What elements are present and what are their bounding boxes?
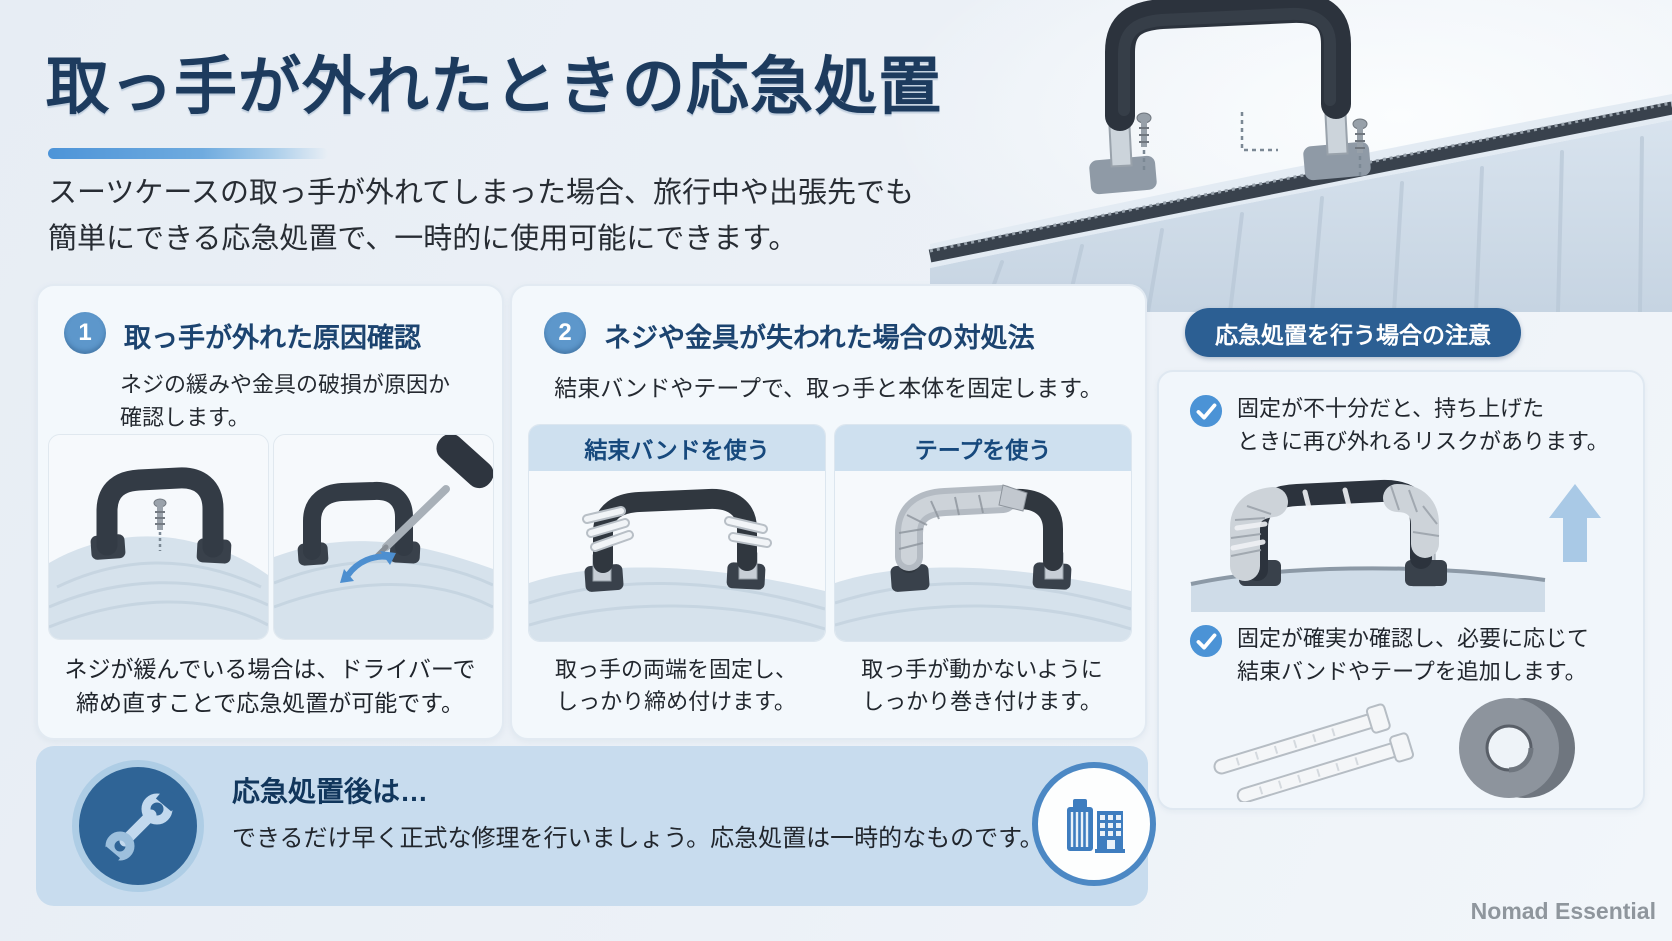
screwdriver-image [273, 434, 494, 640]
ziptie-icon [1213, 703, 1391, 775]
step1-number-badge: 1 [64, 312, 106, 354]
after-care-banner: 応急処置後は… できるだけ早く正式な修理を行いましょう。応急処置は一時的なもので… [36, 746, 1156, 906]
step1-card: 1 取っ手が外れた原因確認 ネジの緩みや金具の破損が原因か 確認します。 [36, 284, 504, 740]
repair-shop-badge [1032, 762, 1156, 886]
check-icon [1189, 394, 1223, 428]
brand-credit: Nomad Essential [1470, 898, 1656, 924]
up-arrow-icon [1549, 484, 1601, 562]
buildings-icon [1067, 799, 1125, 853]
screw-icon [1136, 112, 1152, 170]
wrench-badge [72, 760, 204, 892]
tape-caption-line1: 取っ手が動かないように [861, 657, 1103, 682]
method-tape-card: テープを使う [834, 424, 1132, 642]
caution1-line1: 固定が不十分だと、持ち上げた [1237, 396, 1545, 421]
step1-desc-line2: 確認します。 [120, 405, 250, 430]
zipties-image [529, 471, 825, 641]
intro-line-2: 簡単にできる応急処置で、一時的に使用可能にできます。 [48, 223, 798, 255]
tape-image [835, 471, 1131, 641]
suitcase-ridges [982, 136, 1644, 312]
tape-roll-icon [1459, 698, 1575, 798]
caution-card: 固定が不十分だと、持ち上げた ときに再び外れるリスクがあります。 [1157, 370, 1645, 810]
after-care-text: できるだけ早く正式な修理を行いましょう。応急処置は一時的なものです。 [232, 825, 1044, 852]
step2-card: 2 ネジや金具が失われた場合の対処法 結束バンドやテープで、取っ手と本体を固定し… [510, 284, 1147, 740]
supplies-image [1213, 698, 1575, 802]
zipties-caption-line1: 取っ手の両端を固定し、 [554, 657, 797, 682]
after-care-title: 応急処置後は… [232, 776, 429, 807]
check-icon [1189, 624, 1223, 658]
caution1-line2: ときに再び外れるリスクがあります。 [1237, 429, 1609, 454]
reinforced-handle-image [1190, 479, 1601, 612]
method-tape-caption: 取っ手が動かないように しっかり巻き付けます。 [834, 654, 1130, 718]
step1-caption-line2: 締め直すことで応急処置が可能です。 [75, 690, 464, 716]
step1-caption: ネジが緩んでいる場合は、ドライバーで 締め直すことで応急処置が可能です。 [38, 652, 502, 720]
wrench-icon [101, 789, 175, 863]
tape-wrap [895, 484, 1028, 571]
step2-description: 結束バンドやテープで、取っ手と本体を固定します。 [554, 375, 1103, 401]
caution-header-pill: 応急処置を行う場合の注意 [1185, 308, 1521, 357]
ziptie-icon [1236, 732, 1414, 802]
method-zipties-header: 結束バンドを使う [529, 425, 825, 471]
step1-description: ネジの緩みや金具の破損が原因か 確認します。 [120, 368, 450, 434]
step1-desc-line1: ネジの緩みや金具の破損が原因か [120, 372, 451, 397]
step1-caption-line1: ネジが緩んでいる場合は、ドライバーで [64, 656, 476, 682]
tape-wraps [1230, 484, 1440, 581]
step2-number-badge: 2 [544, 312, 586, 354]
screw-icon [1352, 118, 1368, 176]
step1-title: 取っ手が外れた原因確認 [124, 323, 421, 353]
tape-caption-line2: しっかり巻き付けます。 [862, 689, 1102, 714]
method-zipties-card: 結束バンドを使う [528, 424, 826, 642]
ziptie-bands [582, 506, 772, 552]
zipties-caption-line2: しっかり締め付けます。 [556, 689, 796, 714]
caution-item-1: 固定が不十分だと、持ち上げた ときに再び外れるリスクがあります。 [1237, 392, 1609, 458]
screw-icon [153, 498, 167, 551]
method-zipties-caption: 取っ手の両端を固定し、 しっかり締め付けます。 [528, 654, 824, 718]
method-tape-header: テープを使う [835, 425, 1131, 471]
step2-title: ネジや金具が失われた場合の対処法 [604, 323, 1035, 353]
caution-item-2: 固定が確実か確認し、必要に応じて 結束バンドやテープを追加します。 [1237, 622, 1589, 688]
caution2-line2: 結束バンドやテープを追加します。 [1237, 659, 1587, 684]
intro-line-1: スーツケースの取っ手が外れてしまった場合、旅行中や出張先でも [48, 177, 914, 209]
handle-screw-image [48, 434, 269, 640]
title-underline [48, 148, 328, 159]
rotate-arrow-icon [340, 551, 396, 583]
page-title: 取っ手が外れたときの応急処置 [46, 52, 942, 122]
caution2-line1: 固定が確実か確認し、必要に応じて [1237, 626, 1590, 651]
intro-text: スーツケースの取っ手が外れてしまった場合、旅行中や出張先でも 簡単にできる応急処… [48, 170, 914, 262]
suitcase-hero-illustration [928, 0, 1672, 312]
